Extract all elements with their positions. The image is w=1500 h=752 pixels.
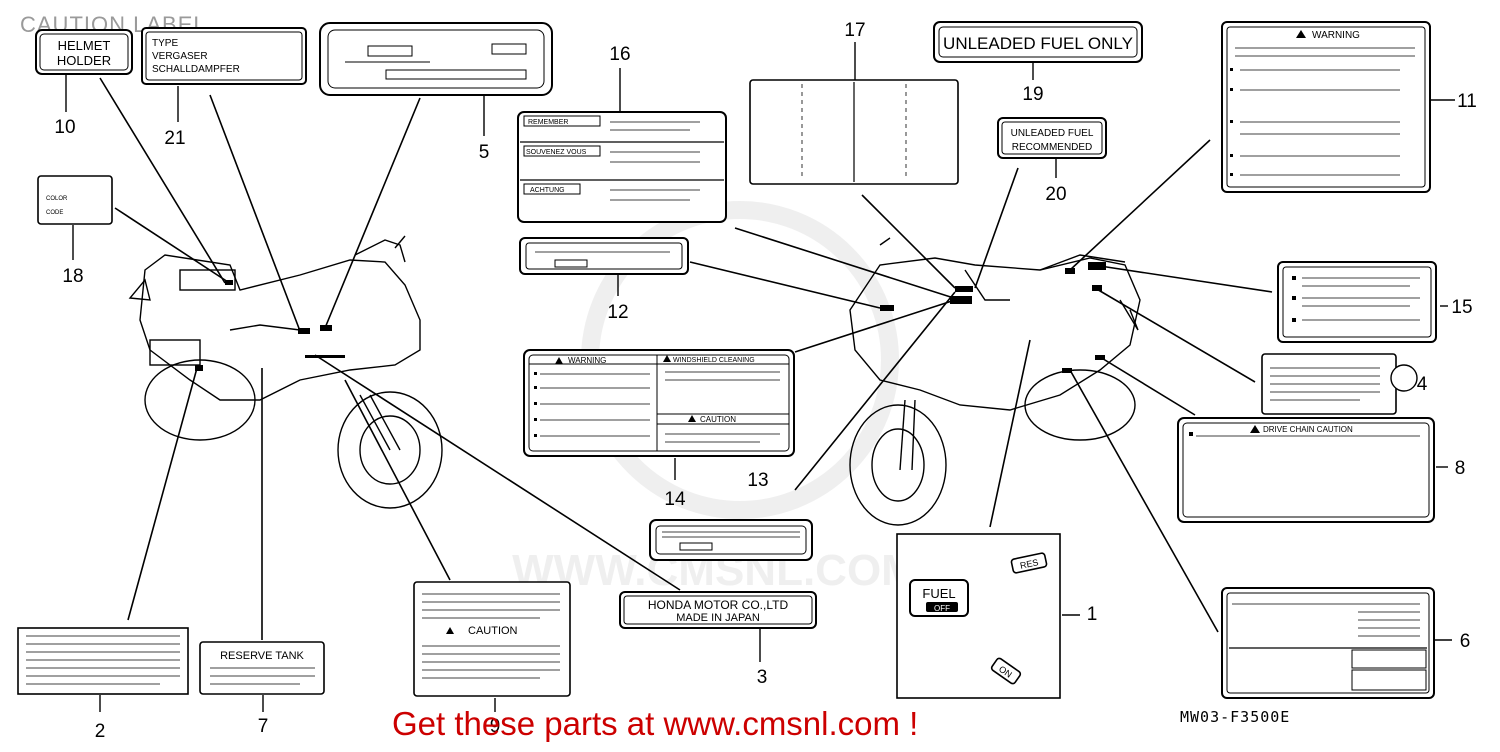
svg-text:REMEMBER: REMEMBER bbox=[528, 119, 568, 126]
svg-text:TYPE: TYPE bbox=[152, 38, 178, 49]
svg-text:WARNING: WARNING bbox=[568, 356, 606, 365]
svg-text:RESERVE TANK: RESERVE TANK bbox=[220, 650, 304, 662]
callout-5: 5 bbox=[479, 142, 490, 163]
svg-text:HOLDER: HOLDER bbox=[57, 53, 111, 68]
svg-text:OFF: OFF bbox=[934, 604, 950, 613]
label-11-warning: WARNING bbox=[1221, 21, 1431, 193]
callout-18: 18 bbox=[62, 266, 83, 287]
callout-12: 12 bbox=[607, 302, 628, 323]
label-16-multilang: REMEMBER SOUVENEZ VOUS ACHTUNG bbox=[517, 111, 727, 223]
label-3-honda-motor: HONDA MOTOR CO.,LTD MADE IN JAPAN bbox=[619, 591, 817, 629]
label-2 bbox=[17, 627, 189, 695]
left-label-marks bbox=[195, 280, 345, 371]
callout-11: 11 bbox=[1457, 91, 1477, 112]
svg-text:WINDSHIELD CLEANING: WINDSHIELD CLEANING bbox=[673, 357, 755, 364]
svg-text:RES: RES bbox=[1019, 557, 1039, 571]
label-7-reserve-tank: RESERVE TANK bbox=[199, 641, 325, 695]
callout-20: 20 bbox=[1045, 184, 1066, 205]
svg-text:RECOMMENDED: RECOMMENDED bbox=[1012, 142, 1093, 153]
callout-7: 7 bbox=[258, 716, 269, 737]
callout-9: 9 bbox=[490, 716, 501, 737]
callout-15: 15 bbox=[1451, 297, 1472, 318]
callout-8: 8 bbox=[1455, 458, 1466, 479]
svg-text:DRIVE CHAIN CAUTION: DRIVE CHAIN CAUTION bbox=[1263, 425, 1353, 434]
svg-text:MADE IN JAPAN: MADE IN JAPAN bbox=[676, 612, 760, 624]
svg-text:CODE: CODE bbox=[46, 210, 63, 216]
label-10-helmet-holder: HELMET HOLDER bbox=[35, 29, 133, 75]
svg-text:UNLEADED FUEL: UNLEADED FUEL bbox=[1011, 128, 1094, 139]
label-17 bbox=[749, 79, 959, 185]
label-21-type: TYPE VERGASER SCHALLDAMPFER bbox=[141, 27, 307, 85]
right-label-marks bbox=[880, 262, 1106, 373]
callout-numbers: 1 2 3 4 5 6 7 8 9 10 11 12 13 14 15 16 1… bbox=[54, 20, 1476, 742]
callout-6: 6 bbox=[1460, 631, 1471, 652]
callout-16: 16 bbox=[609, 44, 630, 65]
svg-text:VERGASER: VERGASER bbox=[152, 51, 208, 62]
svg-text:UNLEADED FUEL ONLY: UNLEADED FUEL ONLY bbox=[943, 34, 1133, 53]
label-15 bbox=[1277, 261, 1437, 343]
label-18-color-code: COLOR CODE bbox=[37, 175, 113, 225]
motorcycle-left bbox=[128, 235, 443, 509]
label-9-caution: CAUTION bbox=[413, 581, 571, 697]
label-1-fuel: FUEL OFF RES ON bbox=[896, 533, 1061, 699]
callout-stems bbox=[65, 42, 1455, 712]
diagram-code: MW03-F3500E bbox=[1180, 708, 1291, 726]
callout-10: 10 bbox=[54, 117, 75, 138]
leader-lines bbox=[99, 77, 1273, 640]
callout-1: 1 bbox=[1087, 604, 1098, 625]
svg-text:WARNING: WARNING bbox=[1312, 30, 1360, 41]
svg-text:SCHALLDAMPFER: SCHALLDAMPFER bbox=[152, 64, 240, 75]
svg-text:FUEL: FUEL bbox=[922, 586, 955, 601]
callout-3: 3 bbox=[757, 667, 768, 688]
label-14-warning-windshield: WARNING WINDSHIELD CLEANING CAUTION bbox=[523, 349, 795, 457]
label-8-drive-chain-caution: DRIVE CHAIN CAUTION bbox=[1177, 417, 1435, 523]
label-20-unleaded-recommended: UNLEADED FUEL RECOMMENDED bbox=[997, 117, 1107, 159]
label-6 bbox=[1221, 587, 1435, 699]
svg-text:HELMET: HELMET bbox=[58, 38, 111, 53]
callout-14: 14 bbox=[664, 489, 686, 510]
label-4 bbox=[1261, 353, 1418, 415]
callout-13: 13 bbox=[747, 470, 768, 491]
callout-19: 19 bbox=[1022, 84, 1043, 105]
callout-21: 21 bbox=[164, 128, 185, 149]
svg-text:CAUTION: CAUTION bbox=[700, 415, 736, 424]
svg-text:SOUVENEZ VOUS: SOUVENEZ VOUS bbox=[526, 149, 587, 156]
svg-text:ACHTUNG: ACHTUNG bbox=[530, 187, 565, 194]
svg-text:CAUTION: CAUTION bbox=[468, 625, 518, 637]
svg-text:HONDA MOTOR CO.,LTD: HONDA MOTOR CO.,LTD bbox=[648, 598, 789, 612]
motorcycle-right bbox=[849, 237, 1141, 526]
callout-2: 2 bbox=[95, 721, 106, 742]
footer-link[interactable]: Get these parts at www.cmsnl.com ! bbox=[392, 705, 919, 742]
label-19-unleaded-only: UNLEADED FUEL ONLY bbox=[933, 21, 1143, 63]
label-5 bbox=[319, 22, 553, 96]
svg-text:COLOR: COLOR bbox=[46, 196, 68, 202]
label-12 bbox=[519, 237, 689, 275]
callout-4: 4 bbox=[1417, 374, 1428, 395]
callout-17: 17 bbox=[844, 20, 865, 41]
label-13 bbox=[649, 519, 813, 561]
